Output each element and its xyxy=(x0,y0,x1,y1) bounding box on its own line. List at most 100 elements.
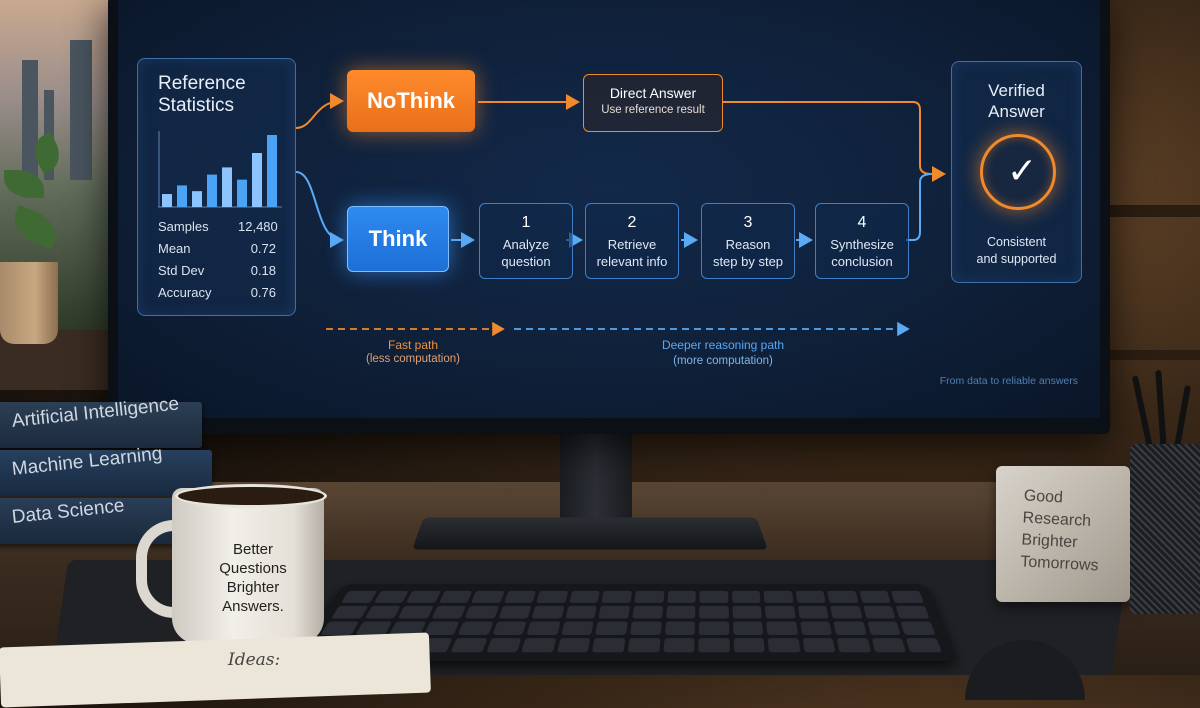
step-number: 4 xyxy=(857,214,867,231)
flow-connectors xyxy=(295,93,946,337)
keyboard-key xyxy=(830,605,863,619)
stone-engraving: Good Research Brighter Tomorrows xyxy=(1019,487,1099,575)
keyboard-key xyxy=(592,638,626,653)
building xyxy=(70,40,92,180)
stat-value: 0.72 xyxy=(250,241,276,256)
keyboard-key xyxy=(871,638,907,653)
keyboard-key xyxy=(458,621,494,635)
keyboard-key xyxy=(531,605,565,619)
mini-chart-bar xyxy=(222,167,232,207)
mug-text: Better Questions Brighter Answers. xyxy=(219,541,287,615)
step-number: 3 xyxy=(743,214,753,231)
keyboard-key xyxy=(764,605,796,619)
keyboard-key xyxy=(731,590,761,603)
mini-chart-bar xyxy=(237,179,247,207)
keyboard-key xyxy=(802,638,836,653)
book-title: Artificial Intelligence xyxy=(10,393,181,432)
pen xyxy=(1131,375,1155,455)
keyboard-key xyxy=(665,605,696,619)
keyboard-key xyxy=(795,590,826,603)
building xyxy=(22,60,38,180)
direct-answer-node: Direct Answer Use reference result xyxy=(583,74,723,132)
keyboard-key xyxy=(373,590,409,603)
keyboard-key xyxy=(733,638,765,653)
footer-caption: From data to reliable answers xyxy=(939,375,1078,387)
keyboard-key xyxy=(833,621,867,635)
keyboard-key xyxy=(450,638,488,653)
edge-stats-nothink xyxy=(295,93,344,129)
keyboard-key xyxy=(595,621,628,635)
keyboard-key xyxy=(526,621,561,635)
stat-label: Accuracy xyxy=(158,285,212,300)
step-number: 1 xyxy=(521,214,531,231)
step-label: Synthesize conclusion xyxy=(830,237,894,269)
reference-statistics-panel: Reference Statistics Samples 12,480 Mean… xyxy=(137,58,296,316)
book: Artificial Intelligence xyxy=(0,394,202,448)
keyboard-key xyxy=(627,638,661,653)
keyboard-key xyxy=(797,605,830,619)
notebook-text: Ideas: xyxy=(228,650,281,670)
plant-pot xyxy=(0,262,58,344)
monitor-stand xyxy=(560,434,632,522)
keyboard-key xyxy=(340,590,377,603)
keyboard-key xyxy=(397,605,434,619)
step-4-node: 4 Synthesize conclusion xyxy=(815,203,909,279)
keyboard-key xyxy=(732,621,764,635)
keyboard-key xyxy=(763,590,794,603)
stat-value: 0.76 xyxy=(250,285,276,300)
keyboard-key xyxy=(663,638,695,653)
step-label: Analyze question xyxy=(501,237,551,269)
keyboard-key xyxy=(895,605,930,619)
keyboard-key xyxy=(632,605,663,619)
keyboard-key xyxy=(521,638,557,653)
keyboard-key xyxy=(561,621,595,635)
book-title: Machine Learning xyxy=(10,443,164,480)
stat-label: Mean xyxy=(158,241,191,256)
monitor-base xyxy=(411,517,769,550)
fast-path-sub: (less computation) xyxy=(366,353,460,365)
keyboard-key xyxy=(766,621,798,635)
edge-direct-verified xyxy=(723,101,946,182)
keyboard-key xyxy=(565,605,598,619)
keyboard-key xyxy=(906,638,942,653)
coffee-mug xyxy=(172,488,324,644)
direct-answer-subtitle: Use reference result xyxy=(601,104,705,116)
nothink-node: NoThink xyxy=(347,70,475,132)
keyboard-key xyxy=(438,590,473,603)
keyboard-key xyxy=(503,590,537,603)
mini-chart-bar xyxy=(252,153,262,207)
verified-title: Verified Answer xyxy=(988,81,1045,121)
book-title: Data Science xyxy=(10,495,126,528)
verified-subtitle: Consistent and supported xyxy=(976,235,1057,266)
stat-value: 0.18 xyxy=(250,263,276,278)
keyboard-key xyxy=(569,590,601,603)
keyboard-key xyxy=(867,621,902,635)
keyboard-key xyxy=(859,590,892,603)
keyboard-key xyxy=(471,590,505,603)
keyboard-key xyxy=(601,590,633,603)
think-node: Think xyxy=(347,206,449,272)
stat-label: Samples xyxy=(158,219,209,234)
mini-chart-bar xyxy=(192,191,202,207)
verified-answer-panel: Verified Answer ✓ Consistent and support… xyxy=(951,61,1082,283)
keyboard-key xyxy=(827,590,859,603)
keyboard-key xyxy=(556,638,591,653)
mug-handle xyxy=(136,520,199,618)
stat-value: 12,480 xyxy=(238,219,278,234)
keyboard-key xyxy=(598,605,630,619)
keyboard-key xyxy=(634,590,665,603)
shelf xyxy=(1108,205,1200,217)
monitor-screen: Reference Statistics Samples 12,480 Mean… xyxy=(118,0,1100,418)
keyboard-key xyxy=(698,621,730,635)
mini-chart-bar xyxy=(177,185,187,207)
keyboard-key xyxy=(837,638,872,653)
stat-label: Std Dev xyxy=(158,263,205,278)
keyboard-key xyxy=(891,590,924,603)
step-label: Retrieve relevant info xyxy=(596,237,668,269)
keyboard-key xyxy=(464,605,499,619)
keyboard-key xyxy=(666,590,696,603)
step-1-node: 1 Analyze question xyxy=(479,203,573,279)
keyboard-key xyxy=(536,590,569,603)
mini-bar-chart xyxy=(158,131,282,208)
edge-step4-verified xyxy=(906,173,933,241)
